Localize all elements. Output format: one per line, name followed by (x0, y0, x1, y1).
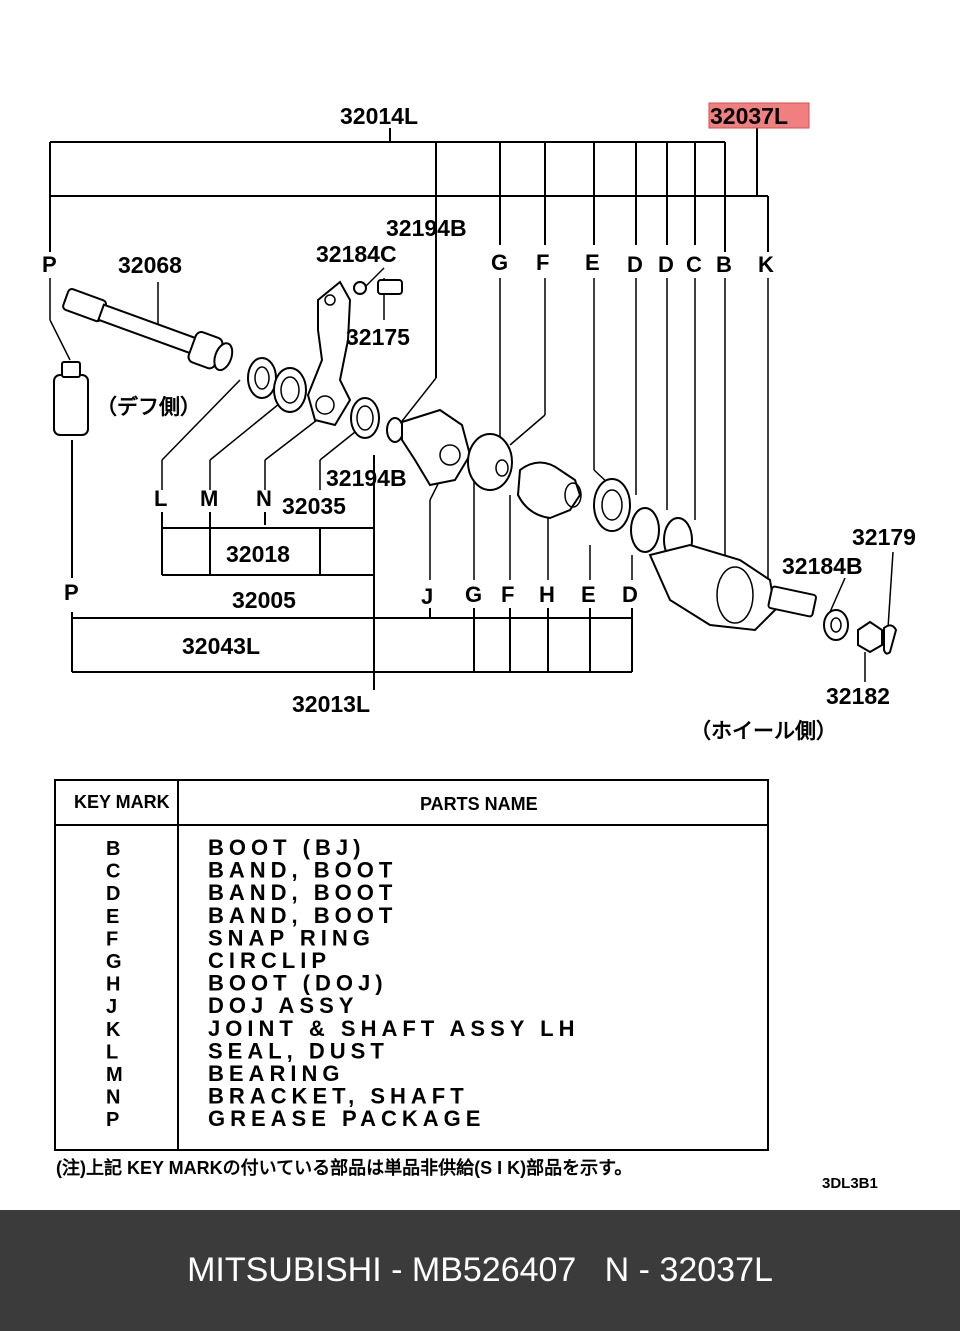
bearing-icon (273, 367, 307, 413)
shaft-bracket-icon (306, 280, 352, 427)
wheel-side-label: （ホイール側） (690, 719, 837, 743)
washer-icon (823, 609, 849, 641)
table-row-key: C (106, 861, 120, 883)
table-row-name: DOJ ASSY (208, 993, 358, 1018)
key-top-F: F (536, 250, 549, 275)
caption-text: MITSUBISHI - MB526407 N - 32037L (187, 1251, 773, 1289)
outer-joint-icon (648, 543, 817, 632)
label-32184B: 32184B (782, 553, 863, 579)
label-32035: 32035 (282, 493, 346, 519)
table-row-key: P (106, 1109, 119, 1131)
key-top-D1: D (627, 252, 643, 277)
band-boot-icon (593, 478, 631, 532)
key-top-D2: D (658, 252, 674, 277)
key-lower-F: F (501, 582, 514, 607)
table-row-key: J (106, 996, 117, 1018)
key-letters: P G F E D D C B K L M N P J G F H E D （デ… (42, 250, 837, 743)
table-row-key: B (106, 838, 120, 860)
label-32068: 32068 (118, 252, 182, 278)
table-header-key: KEY MARK (74, 792, 170, 812)
part-number-labels: 32014L 32037L 32194B 32184C 32068 32175 … (118, 102, 916, 717)
key-lower-E: E (581, 582, 596, 607)
exploded-parts (53, 279, 898, 655)
label-32018: 32018 (226, 541, 290, 567)
table-row-key: E (106, 906, 119, 928)
key-lower-G: G (465, 582, 482, 607)
label-32184C: 32184C (316, 241, 397, 267)
label-32182: 32182 (826, 683, 890, 709)
table-row-key: K (106, 1019, 121, 1041)
label-32043L: 32043L (182, 633, 260, 659)
nut-icon (857, 620, 883, 654)
table-header-name: PARTS NAME (420, 794, 538, 814)
table-row-key: H (106, 974, 120, 996)
label-32037L: 32037L (710, 103, 788, 129)
table-row-name: GREASE PACKAGE (208, 1106, 485, 1131)
key-lower-D: D (622, 582, 638, 607)
table-row-name: BOOT (BJ) (208, 835, 365, 860)
label-32013L: 32013L (292, 691, 370, 717)
inner-shaft-icon (62, 288, 234, 372)
caption-bar: MITSUBISHI - MB526407 N - 32037L (0, 1210, 960, 1331)
figure-code: 3DL3B1 (822, 1175, 878, 1192)
table-row-name: JOINT & SHAFT ASSY LH (208, 1016, 579, 1041)
table-row-name: BAND, BOOT (208, 858, 397, 883)
label-32179: 32179 (852, 524, 916, 550)
key-lower-J: J (421, 584, 433, 609)
table-row-key: D (106, 883, 120, 905)
key-N: N (256, 486, 272, 511)
label-32194B-top: 32194B (386, 215, 467, 241)
table-row-key: L (106, 1041, 118, 1063)
table-row-key: G (106, 951, 122, 973)
dust-seal-icon (247, 357, 277, 399)
doj-assy-icon (386, 408, 472, 487)
table-row-name: CIRCLIP (208, 948, 331, 973)
key-L: L (154, 486, 167, 511)
key-top-C: C (686, 252, 702, 277)
key-top-B: B (716, 252, 732, 277)
key-lower-H: H (539, 582, 555, 607)
table-row-name: BAND, BOOT (208, 903, 397, 928)
parts-table: KEY MARK PARTS NAME B BOOT (BJ) C BAND, BOO… (54, 779, 769, 1151)
label-32005: 32005 (232, 587, 296, 613)
key-top-G: G (491, 250, 508, 275)
label-32037L-highlight (708, 102, 810, 129)
table-row-name: BOOT (DOJ) (208, 971, 388, 996)
table-row-name: SNAP RING (208, 925, 375, 950)
table-rows: B BOOT (BJ) C BAND, BOOT D BAND, BOOT E BAND, B… (106, 835, 579, 1131)
bolt-icon (377, 279, 403, 295)
footnote: (注)上記 KEY MARKの付いている部品は単品非供給(S I K)部品を示す… (56, 1157, 632, 1178)
table-row-name: BRACKET, SHAFT (208, 1084, 469, 1109)
label-32194B-mid: 32194B (326, 465, 407, 491)
key-top-K: K (758, 252, 774, 277)
table-row-key: N (106, 1087, 120, 1109)
key-lower-P: P (64, 580, 79, 605)
parts-diagram: 32014L 32037L 32194B 32184C 32068 32175 … (42, 102, 916, 1192)
grease-package-icon (53, 374, 89, 436)
label-32014L: 32014L (340, 103, 418, 129)
table-row-key: F (106, 928, 118, 950)
boot-doj-icon (516, 461, 582, 520)
diff-side-label: （デフ側） (96, 395, 201, 419)
key-top-P: P (42, 252, 57, 277)
table-row-name: SEAL, DUST (208, 1038, 389, 1063)
label-32175: 32175 (346, 324, 410, 350)
key-top-E: E (585, 250, 600, 275)
cotter-pin-icon (883, 624, 898, 655)
callout-lines (49, 128, 894, 690)
table-row-key: M (106, 1064, 123, 1086)
table-row-name: BAND, BOOT (208, 880, 397, 905)
key-M: M (200, 486, 218, 511)
table-row-name: BEARING (208, 1061, 344, 1086)
